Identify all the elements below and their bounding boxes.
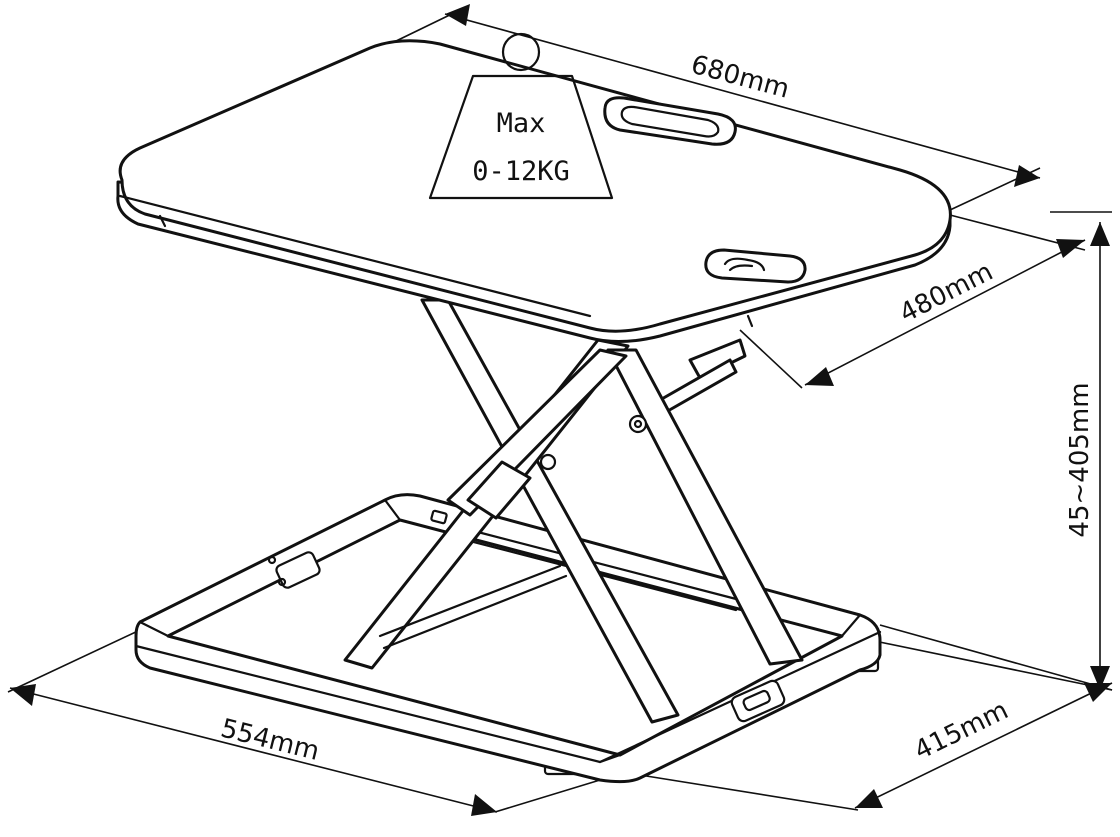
weight-trapezoid	[428, 74, 614, 200]
weight-badge: Max 0-12KG	[428, 32, 614, 200]
top-width-label: 680mm	[688, 50, 793, 105]
weight-line-1: Max	[497, 108, 546, 139]
base-frame	[134, 493, 882, 784]
dimension-lines	[7, 4, 1113, 816]
base-width-label: 554mm	[218, 714, 323, 767]
desktop-surface	[116, 39, 952, 344]
weight-ring-icon	[501, 32, 541, 72]
scissor-legs	[343, 298, 804, 724]
weight-line-2: 0-12KG	[472, 156, 570, 187]
height-range-label: 45~405mm	[1065, 382, 1095, 537]
